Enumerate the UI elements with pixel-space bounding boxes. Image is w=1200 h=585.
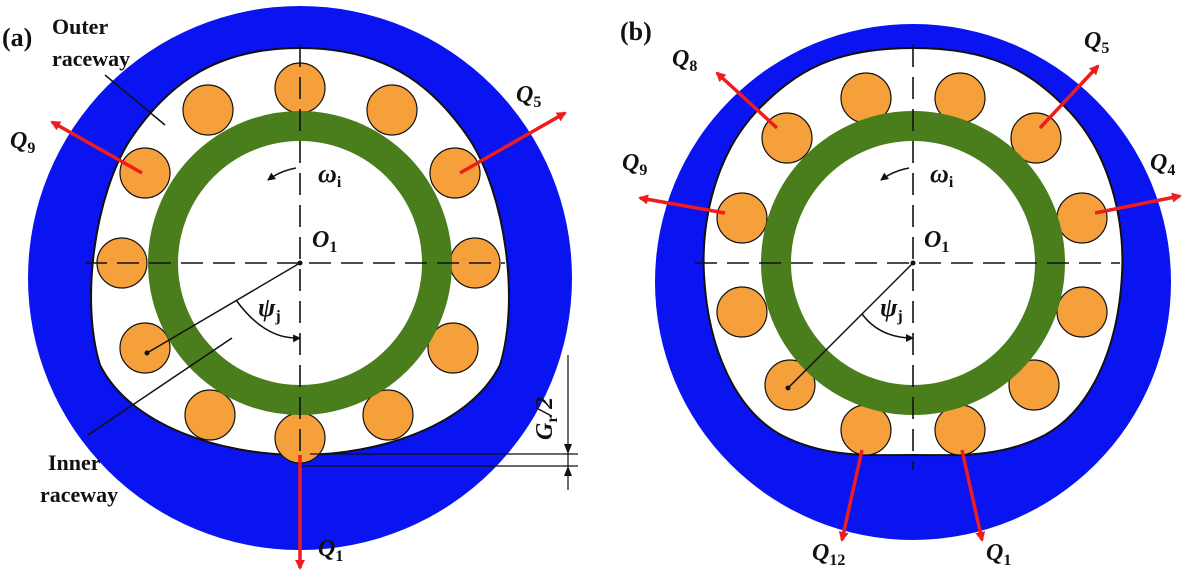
clearance-arrow-bot-a [564,466,572,476]
load-label-q8: Q8 [672,46,697,75]
panel-tag-a: (a) [2,23,32,52]
omega-arrow-b [880,167,910,181]
load-arrow-q8 [715,71,779,130]
roller [1056,286,1108,338]
load-label-q1a: Q1 [318,536,343,565]
roller [1008,359,1060,411]
rollers-b [716,72,1108,456]
omega-label-b: ωi [930,159,954,191]
load-label-q12: Q12 [812,540,845,569]
psi-point-b [785,385,791,391]
panel-b: (b) O1 ωi ψj Q8 Q5 Q9 Q4 Q12 Q1 [620,17,1182,569]
load-arrow-q5b [1038,64,1100,130]
load-label-q9: Q9 [10,128,35,157]
load-arrow-q1b [960,449,986,542]
roller [716,192,768,244]
omega-label-a: ωi [318,159,342,191]
load-arrow-q12 [838,449,864,542]
psi-point-a [144,350,150,356]
psi-line-b [787,262,914,389]
roller [366,84,418,136]
inner-raceway-label-line2: raceway [40,482,118,507]
roller [362,389,414,441]
center-label-a: O1 [312,227,337,256]
clearance-arrow-top-a [564,444,572,454]
outer-raceway-label-line1: Outer [52,14,108,39]
psi-label-a: ψj [258,293,281,325]
roller [427,322,479,374]
inner-raceway-label-line1: Inner [48,450,101,475]
roller [1056,192,1108,244]
load-label-q4: Q4 [1150,150,1175,179]
outer-raceway-leader-a [104,74,166,126]
panel-tag-b: (b) [620,17,652,46]
roller [119,322,171,374]
load-arrow-q9 [50,120,143,175]
load-label-q1b: Q1 [986,540,1011,569]
clearance-label-a: Gr/2 [532,397,561,440]
psi-line-a [146,262,301,354]
roller [934,404,986,456]
load-label-q5b: Q5 [1084,28,1109,57]
load-label-q5: Q5 [516,82,541,111]
roller [119,147,171,199]
roller [429,147,481,199]
roller [182,84,234,136]
rollers-a [96,62,501,464]
omega-arrow-a [267,167,297,181]
inner-raceway-leader-a [87,337,233,436]
outer-raceway-label-line2: raceway [52,46,130,71]
roller [840,404,892,456]
load-label-q9b: Q9 [622,150,647,179]
load-arrow-q4 [1094,192,1182,215]
load-arrow-q5 [459,111,567,175]
load-arrow-q9b [638,194,726,215]
roller [184,389,236,441]
psi-label-b: ψj [880,293,903,325]
psi-arc-a [235,299,301,343]
psi-arc-b [861,313,914,342]
roller [716,286,768,338]
center-label-b: O1 [924,227,949,256]
panel-a: (a) Outer raceway Inner raceway O1 ωi ψj… [2,6,578,570]
roller [1010,112,1062,164]
